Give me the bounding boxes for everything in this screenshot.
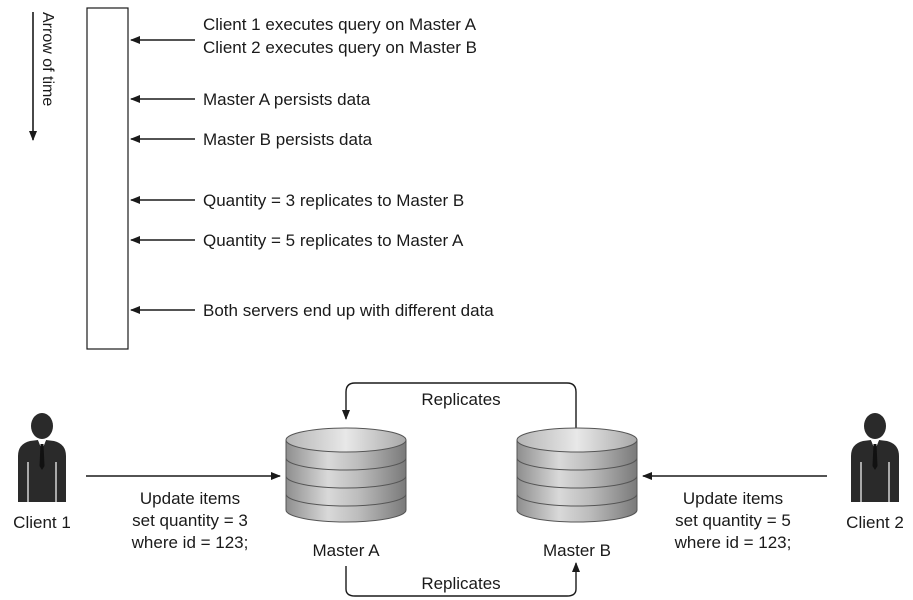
event-text: Quantity = 3 replicates to Master B [203, 191, 464, 210]
timeline-event-4: Quantity = 3 replicates to Master B [130, 191, 464, 210]
arrow-of-time: Arrow of time [29, 12, 56, 141]
master-b-database-icon [516, 427, 638, 523]
master-a-database-icon [285, 427, 407, 523]
client-1-person-icon [17, 412, 67, 503]
time-axis-label: Arrow of time [39, 12, 56, 106]
replication-arrow-top [342, 382, 577, 428]
timeline-event-6: Both servers end up with different data [130, 301, 494, 320]
query-line: set quantity = 3 [132, 511, 248, 530]
timeline-event-3: Master B persists data [130, 130, 373, 149]
query-line: Update items [140, 489, 240, 508]
client-1-label: Client 1 [13, 513, 71, 532]
event-text: Master A persists data [203, 90, 371, 109]
replication-label-bottom: Replicates [421, 574, 500, 593]
event-text: Client 2 executes query on Master B [203, 38, 477, 57]
client-2-query: Update items set quantity = 5 where id =… [674, 489, 792, 552]
replication-label-top: Replicates [421, 390, 500, 409]
replication-arrow-bottom [345, 562, 580, 597]
master-b-label: Master B [543, 541, 611, 560]
client-2-person-icon [850, 412, 900, 503]
query-line: where id = 123; [131, 533, 249, 552]
event-text: Both servers end up with different data [203, 301, 494, 320]
client-1-query: Update items set quantity = 3 where id =… [131, 489, 249, 552]
timeline-bar [86, 7, 129, 350]
query-line: set quantity = 5 [675, 511, 791, 530]
timeline-event-2: Master A persists data [130, 90, 371, 109]
event-text: Master B persists data [203, 130, 373, 149]
timeline-event-5: Quantity = 5 replicates to Master A [130, 231, 464, 250]
event-text: Quantity = 5 replicates to Master A [203, 231, 464, 250]
event-text: Client 1 executes query on Master A [203, 15, 477, 34]
client-2-label: Client 2 [846, 513, 904, 532]
timeline-event-1: Client 1 executes query on Master A Clie… [130, 15, 477, 57]
query-line: where id = 123; [674, 533, 792, 552]
master-a-label: Master A [312, 541, 380, 560]
query-line: Update items [683, 489, 783, 508]
